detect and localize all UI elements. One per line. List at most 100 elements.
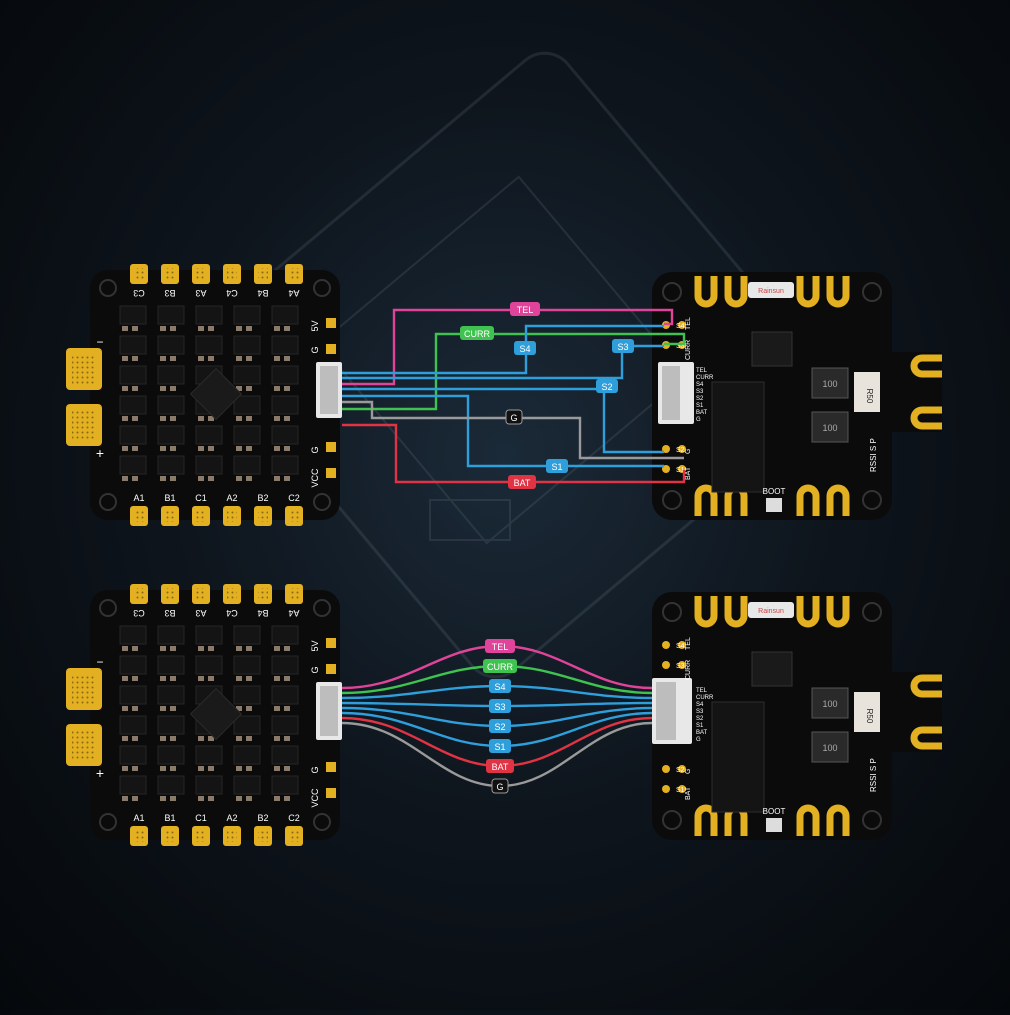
wire-s2 xyxy=(342,387,664,454)
capacitor xyxy=(274,796,280,801)
inductor-2 xyxy=(811,731,849,763)
capacitor xyxy=(160,646,166,651)
connector-pin-label: G xyxy=(696,737,701,743)
capacitor xyxy=(160,356,166,361)
capacitor xyxy=(284,476,290,481)
motor-pad-label: C4 xyxy=(226,608,238,618)
mosfet xyxy=(271,365,299,385)
pin-vcc-label: VCC xyxy=(310,468,320,488)
capacitor xyxy=(122,416,128,421)
capacitor xyxy=(198,766,204,771)
mosfet xyxy=(119,335,147,355)
motor-pad-label: A1 xyxy=(133,493,144,503)
motor-pad-label: B1 xyxy=(164,813,175,823)
capacitor xyxy=(284,736,290,741)
plus-label: + xyxy=(96,765,104,781)
capacitor xyxy=(122,706,128,711)
capacitor xyxy=(246,736,252,741)
capacitor xyxy=(246,796,252,801)
mosfet xyxy=(271,395,299,415)
capacitor xyxy=(132,736,138,741)
svg-text:S1: S1 xyxy=(551,462,562,472)
capacitor xyxy=(122,736,128,741)
svg-text:BAT: BAT xyxy=(492,762,509,772)
boot-button[interactable] xyxy=(766,498,782,512)
capacitor xyxy=(246,676,252,681)
capacitor xyxy=(122,446,128,451)
motor-pad-label: C3 xyxy=(133,608,145,618)
mosfet xyxy=(195,305,223,325)
pin-bat-label: BAT xyxy=(685,786,692,800)
capacitor xyxy=(274,676,280,681)
mosfet xyxy=(157,745,185,765)
wiring-top xyxy=(342,308,686,484)
background-watermark-board xyxy=(206,51,834,679)
mosfet xyxy=(157,455,185,475)
capacitor xyxy=(236,676,242,681)
pin-bat-label: BAT xyxy=(685,466,692,480)
mosfet xyxy=(271,625,299,645)
capacitor xyxy=(122,326,128,331)
capacitor xyxy=(208,356,214,361)
svg-text:S4: S4 xyxy=(519,344,530,354)
capacitor xyxy=(208,416,214,421)
capacitor xyxy=(132,676,138,681)
mosfet xyxy=(195,455,223,475)
mosfet xyxy=(233,395,261,415)
mosfet xyxy=(157,305,185,325)
connector-pin-label: G xyxy=(696,417,701,423)
capacitor xyxy=(246,416,252,421)
capacitor xyxy=(198,646,204,651)
label-s2: S2 xyxy=(489,719,511,733)
capacitor xyxy=(198,476,204,481)
inductor-1 xyxy=(811,367,849,399)
pin-s1-label: S1 xyxy=(676,467,685,474)
capacitor xyxy=(208,676,214,681)
connector-pin-label: BAT xyxy=(696,730,708,736)
fc-board-bottom: Rainsun 100 100 R50 TELCURRS4S3S2S1BATG … xyxy=(652,592,942,840)
capacitor xyxy=(208,476,214,481)
mosfet-grid xyxy=(119,625,299,801)
brand-label: Rainsun xyxy=(758,608,784,615)
capacitor xyxy=(246,476,252,481)
capacitor xyxy=(274,646,280,651)
motor-pad-label: A4 xyxy=(288,288,299,298)
connector-pin-label: CURR xyxy=(696,695,714,701)
mcu-chip xyxy=(189,687,243,741)
svg-text:S2: S2 xyxy=(494,722,505,732)
capacitor xyxy=(198,326,204,331)
motor-pad-label: C4 xyxy=(226,288,238,298)
mosfet xyxy=(119,745,147,765)
wire-labels-top: TEL CURR S4 S3 S2 G S1 BAT xyxy=(460,302,634,489)
inductor-2 xyxy=(811,411,849,443)
connector-pin-label: S2 xyxy=(696,716,704,722)
capacitor xyxy=(246,326,252,331)
capacitor xyxy=(132,386,138,391)
wire-labels-bottom: TEL CURR S4 S3 S2 S1 BAT G xyxy=(483,639,517,794)
connector-pin-label: TEL xyxy=(696,368,708,374)
boot-button[interactable] xyxy=(766,818,782,832)
capacitor xyxy=(274,416,280,421)
mosfet xyxy=(119,775,147,795)
brand-sticker xyxy=(748,282,794,298)
mosfet xyxy=(271,715,299,735)
capacitor xyxy=(170,476,176,481)
fc-board-top: Rainsun 100 100 R50 TELCURRS4S3S2S1BATG … xyxy=(652,272,942,520)
svg-text:TEL: TEL xyxy=(517,305,534,315)
mosfet xyxy=(233,305,261,325)
label-s4: S4 xyxy=(489,679,511,693)
mosfet xyxy=(233,685,261,705)
connector-pin-label: S4 xyxy=(696,382,704,388)
capacitor xyxy=(284,766,290,771)
inductor-label: 100 xyxy=(822,379,837,389)
boot-label: BOOT xyxy=(763,487,786,496)
minus-label: − xyxy=(96,655,103,669)
mosfet xyxy=(271,685,299,705)
pin-vcc-label: VCC xyxy=(310,788,320,808)
svg-text:S1: S1 xyxy=(494,742,505,752)
connector-pin-label: S3 xyxy=(696,709,704,715)
capacitor xyxy=(132,706,138,711)
